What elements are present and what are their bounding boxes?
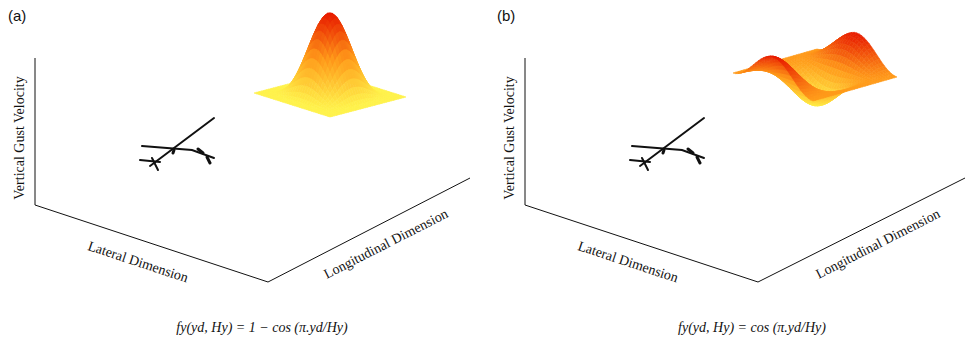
surface-patch [788,71,793,75]
surface-patch [786,68,791,72]
aircraft [140,118,214,170]
gust-surface [733,32,897,105]
aircraft [630,118,704,170]
surface-patch [328,116,333,117]
gust-surface [254,13,406,117]
